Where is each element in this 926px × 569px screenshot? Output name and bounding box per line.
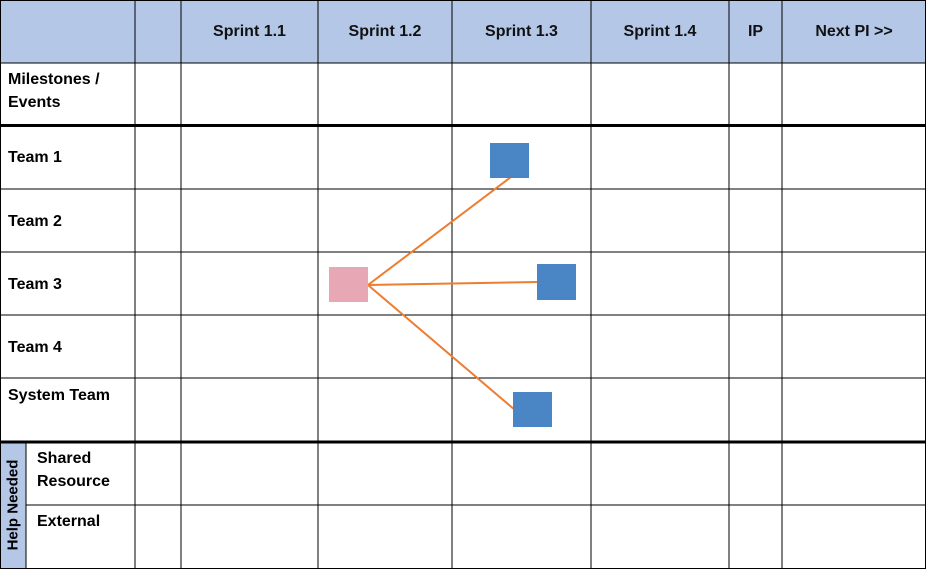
team1-feature-card[interactable] [490, 143, 529, 178]
row-label-shared-resource: Shared Resource [37, 450, 110, 490]
row-label-system-team: System Team [8, 387, 110, 404]
column-header-ip: IP [747, 22, 764, 40]
dependency-line-system-team [367, 284, 516, 411]
system-team-feature-card[interactable] [513, 392, 552, 427]
team3-feature-card[interactable] [537, 264, 576, 300]
column-header-sprint-1-4: Sprint 1.4 [623, 22, 697, 40]
row-label-external: External [37, 513, 101, 530]
dependency-source-card[interactable] [329, 267, 368, 302]
column-header-sprint-1-2: Sprint 1.2 [348, 22, 422, 40]
row-label-milestones: Milestones / Events [8, 71, 100, 111]
row-label-team-4: Team 4 [8, 339, 62, 356]
header-band [0, 0, 926, 63]
column-header-sprint-1-1: Sprint 1.1 [213, 22, 286, 40]
row-label-team-3: Team 3 [8, 276, 62, 293]
column-header-sprint-1-3: Sprint 1.3 [485, 22, 558, 40]
dependency-line-team3 [367, 281, 539, 286]
dependency-line-team1 [367, 176, 512, 286]
help-needed-bar [1, 443, 26, 568]
column-header-next-pi: Next PI >> [815, 22, 893, 40]
row-label-team-2: Team 2 [8, 213, 62, 230]
row-label-team-1: Team 1 [8, 149, 62, 166]
